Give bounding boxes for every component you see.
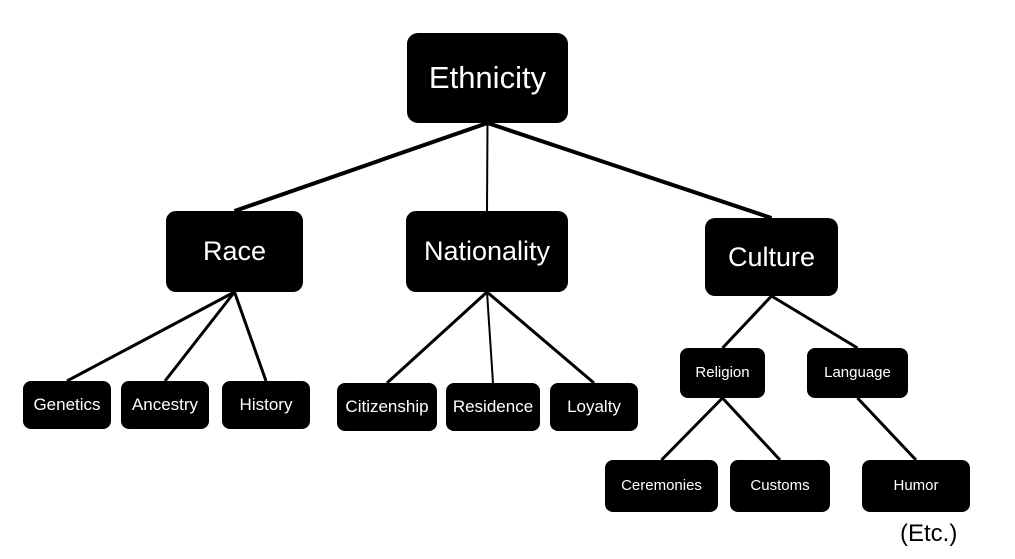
node-ethnicity[interactable]: Ethnicity [407, 33, 568, 123]
node-label: Citizenship [345, 397, 429, 417]
node-religion[interactable]: Religion [680, 348, 765, 398]
node-label: Language [824, 364, 891, 382]
edge-race-to-ancestry [163, 291, 236, 382]
edge-culture-to-language [770, 294, 859, 350]
edge-religion-to-customs [721, 396, 782, 462]
edge-religion-to-ceremonies [660, 396, 724, 462]
node-citizenship[interactable]: Citizenship [337, 383, 437, 431]
node-loyalty[interactable]: Loyalty [550, 383, 638, 431]
node-label: Loyalty [567, 397, 621, 417]
edge-race-to-history [233, 291, 268, 382]
etc-annotation: (Etc.) [900, 520, 958, 547]
node-culture[interactable]: Culture [705, 218, 838, 296]
edge-culture-to-religion [721, 294, 773, 350]
node-language[interactable]: Language [807, 348, 908, 398]
edge-nationality-to-residence [486, 291, 494, 384]
node-residence[interactable]: Residence [446, 383, 540, 431]
node-ceremonies[interactable]: Ceremonies [605, 460, 718, 512]
node-label: History [239, 395, 293, 415]
node-ancestry[interactable]: Ancestry [121, 381, 209, 429]
node-label: Ceremonies [621, 477, 702, 495]
node-genetics[interactable]: Genetics [23, 381, 111, 429]
node-label: Genetics [33, 395, 101, 415]
edge-ethnicity-to-race [233, 121, 489, 213]
edge-race-to-genetics [66, 290, 236, 383]
edge-ethnicity-to-culture [486, 121, 773, 220]
node-humor[interactable]: Humor [862, 460, 970, 512]
node-label: Residence [452, 397, 534, 417]
edge-nationality-to-loyalty [486, 290, 595, 385]
node-history[interactable]: History [222, 381, 310, 429]
node-label: Culture [727, 241, 816, 272]
edge-ethnicity-to-nationality [486, 122, 489, 212]
edge-language-to-humor [856, 396, 918, 462]
node-label: Ancestry [131, 395, 199, 415]
node-label: Nationality [423, 236, 551, 267]
node-customs[interactable]: Customs [730, 460, 830, 512]
node-label: Religion [695, 364, 750, 382]
node-label: Ethnicity [428, 59, 547, 95]
node-label: Humor [893, 477, 939, 495]
node-label: Race [202, 236, 267, 267]
node-nationality[interactable]: Nationality [406, 211, 568, 292]
edge-nationality-to-citizenship [385, 290, 489, 385]
node-race[interactable]: Race [166, 211, 303, 292]
node-label: Customs [750, 477, 810, 495]
